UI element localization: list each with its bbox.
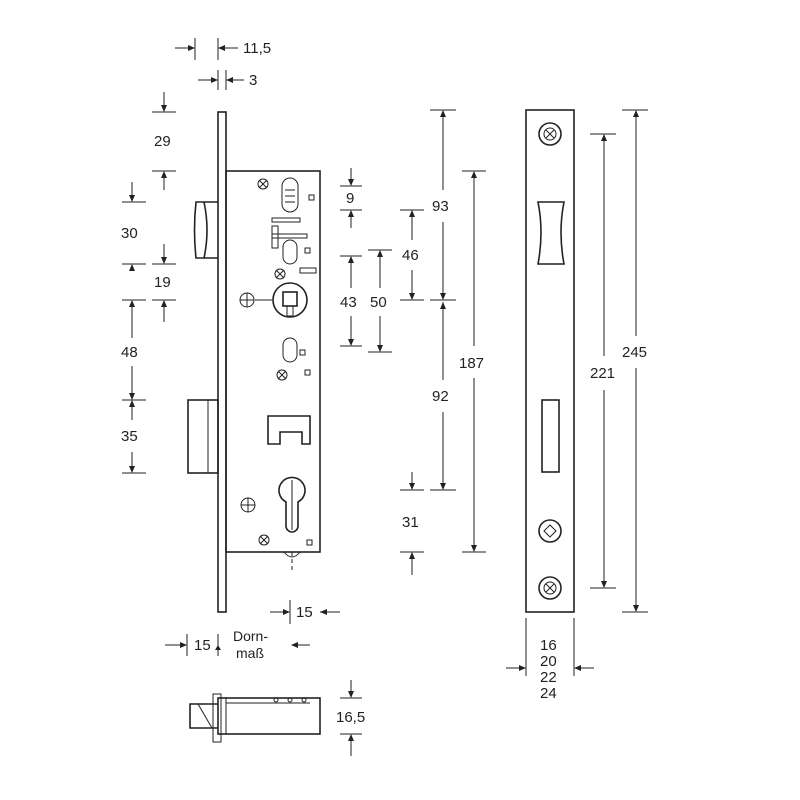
- label-30: 30: [121, 225, 138, 242]
- latch-opening: [537, 201, 565, 265]
- dead-bolt: [187, 399, 219, 474]
- label-15-left: 15: [194, 637, 211, 654]
- bolt-opening: [541, 399, 560, 473]
- label-46: 46: [402, 247, 419, 264]
- label-15-right: 15: [296, 604, 313, 621]
- label-31: 31: [402, 514, 419, 531]
- label-245: 245: [622, 344, 647, 361]
- label-3: 3: [249, 72, 257, 89]
- mounting-hole-lower: [240, 497, 256, 513]
- label-9: 9: [346, 190, 354, 207]
- screw-lower-mid: [276, 369, 288, 381]
- dimension-labels: 11,5 3 29 30 19 48 35 9 43 50 46 93 92 1…: [121, 40, 647, 726]
- follower-spindle: [272, 282, 308, 318]
- label-35: 35: [121, 428, 138, 445]
- screw-top-left: [257, 178, 269, 190]
- lock-case: [225, 170, 321, 553]
- label-48: 48: [121, 344, 138, 361]
- label-width-24: 24: [540, 685, 557, 702]
- label-width-16: 16: [540, 637, 557, 654]
- lock-bottom-view: [189, 693, 321, 743]
- label-19: 19: [154, 274, 171, 291]
- faceplate-side: [217, 111, 227, 613]
- screw-mid-left: [274, 268, 286, 280]
- faceplate-screw-bottom: [538, 576, 562, 600]
- follower-top: [281, 177, 299, 213]
- screw-bottom-left: [258, 534, 270, 546]
- label-92: 92: [432, 388, 449, 405]
- label-dornmass-2: maß: [236, 645, 264, 661]
- label-221: 221: [590, 365, 615, 382]
- label-width-20: 20: [540, 653, 557, 670]
- faceplate-screw-top: [538, 122, 562, 146]
- label-43: 43: [340, 294, 357, 311]
- label-50: 50: [370, 294, 387, 311]
- mounting-hole-upper: [239, 292, 255, 308]
- faceplate-front: [525, 109, 575, 613]
- dimension-lines: [122, 38, 648, 756]
- label-width-22: 22: [540, 669, 557, 686]
- faceplate-screw-mid: [538, 519, 562, 543]
- lock-body-view: [187, 111, 321, 613]
- label-dornmass-1: Dorn-: [233, 628, 268, 644]
- label-187: 187: [459, 355, 484, 372]
- cylinder-hole: [278, 476, 306, 533]
- latch-lever: [267, 415, 311, 445]
- label-16-5: 16,5: [336, 709, 365, 726]
- latch-bolt: [193, 201, 218, 259]
- faceplate-front-view: [525, 109, 575, 613]
- label-93: 93: [432, 198, 449, 215]
- label-11-5: 11,5: [243, 40, 271, 57]
- label-29: 29: [154, 133, 171, 150]
